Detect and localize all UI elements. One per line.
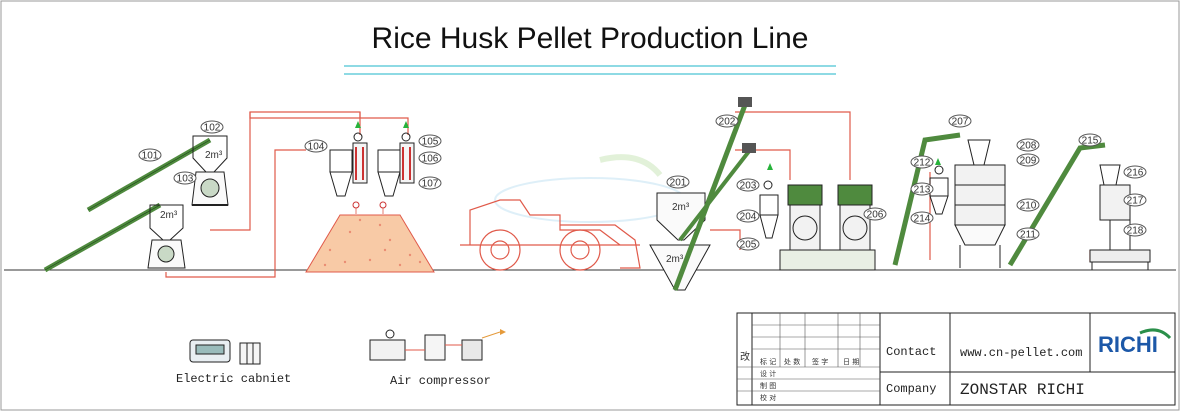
tb-row-1: 设 计	[760, 369, 776, 378]
callout-label-208: 208	[1020, 141, 1037, 152]
callout-label-203: 203	[740, 181, 757, 192]
caption-electric-cabinet: Electric cabniet	[176, 372, 292, 386]
contact-label: Contact	[886, 345, 936, 359]
callout-214	[910, 211, 934, 225]
callout-label-105: 105	[422, 137, 439, 148]
conveyor-101	[86, 137, 212, 213]
callout-label-215: 215	[1082, 136, 1099, 147]
material-pile	[305, 208, 435, 273]
conveyor-207	[892, 132, 961, 266]
tb-header-2: 处 数	[784, 357, 800, 366]
callout-218	[1123, 223, 1147, 237]
callout-217	[1123, 193, 1147, 207]
callout-label-101: 101	[142, 151, 159, 162]
bin-lower	[147, 204, 186, 269]
tb-header-1: 标 记	[760, 357, 776, 366]
bin-201	[656, 192, 706, 241]
electric-cabinet-icon	[189, 339, 261, 365]
exhaust-arrows	[355, 121, 941, 170]
callout-label-107: 107	[422, 179, 439, 190]
callout-205	[736, 237, 760, 251]
contact-value: www.cn-pellet.com	[960, 346, 1082, 360]
air-compressor-icon	[369, 329, 506, 361]
callout-215	[1078, 133, 1102, 147]
brand-logo: RICHI	[1098, 332, 1158, 357]
callout-label-209: 209	[1020, 156, 1037, 167]
logo-swoosh	[1139, 328, 1172, 340]
callout-204	[736, 209, 760, 223]
callout-label-204: 204	[740, 212, 757, 223]
cyclone-group-left	[329, 132, 415, 209]
tb-gai: 改	[740, 350, 750, 363]
conveyor-lower	[43, 202, 162, 273]
callout-104	[304, 139, 328, 153]
callout-212	[910, 155, 934, 169]
callout-label-211: 211	[1020, 230, 1036, 241]
company-value: ZONSTAR RICHI	[960, 381, 1085, 399]
callout-label-202: 202	[719, 117, 736, 128]
callout-label-214: 214	[914, 214, 931, 225]
callout-label-205: 205	[740, 240, 757, 251]
elevator-202	[672, 97, 756, 291]
tb-header-3: 签 字	[812, 357, 828, 366]
callout-label-102: 102	[204, 123, 221, 134]
packing-machine	[1089, 164, 1151, 270]
callout-202	[715, 114, 739, 128]
callout-208	[1016, 138, 1040, 152]
bin-label-1: 2m³	[205, 150, 223, 161]
callout-206	[863, 207, 887, 221]
callout-105	[418, 134, 442, 148]
bin-labels: 2m³ 2m³ 2m³ 2m³	[160, 150, 690, 265]
callout-101	[138, 148, 162, 162]
callout-201	[666, 175, 690, 189]
callout-102	[200, 120, 224, 134]
callout-213	[910, 182, 934, 196]
callout-211	[1016, 227, 1040, 241]
callout-label-212: 212	[914, 158, 931, 169]
callout-label-218: 218	[1127, 226, 1144, 237]
callout-207	[948, 114, 972, 128]
caption-air-compressor: Air compressor	[390, 374, 491, 388]
conveyor-215	[1007, 142, 1106, 267]
bin-label-3: 2m³	[672, 202, 690, 213]
bin-102	[191, 135, 229, 206]
tb-row-3: 校 对	[760, 393, 776, 402]
callout-label-217: 217	[1127, 196, 1144, 207]
callout-107	[418, 176, 442, 190]
callout-tags: 101 102 103 104 105 106 107 201 202 203 204 205 206 2…	[138, 114, 1147, 251]
pellet-mills	[779, 184, 876, 271]
title-block: 改 标 记 处 数 签 字 日 期 设 计 制 图 校 对 Contact ww…	[736, 312, 1176, 406]
tb-row-2: 制 图	[760, 381, 776, 390]
callout-209	[1016, 153, 1040, 167]
callout-label-206: 206	[867, 210, 884, 221]
callout-label-210: 210	[1020, 201, 1037, 212]
callout-label-106: 106	[422, 154, 439, 165]
callout-103	[173, 171, 197, 185]
bin-label-2: 2m³	[160, 210, 178, 221]
bin-label-4: 2m³	[666, 254, 684, 265]
callout-label-216: 216	[1127, 168, 1144, 179]
callout-label-201: 201	[670, 178, 687, 189]
page-title: Rice Husk Pellet Production Line	[371, 22, 809, 55]
tb-header-4: 日 期	[843, 358, 859, 366]
callout-label-207: 207	[952, 117, 969, 128]
callout-label-213: 213	[914, 185, 931, 196]
company-label: Company	[886, 382, 936, 396]
callout-label-103: 103	[177, 174, 194, 185]
callout-label-104: 104	[308, 142, 325, 153]
callout-210	[1016, 198, 1040, 212]
callout-106	[418, 151, 442, 165]
callout-216	[1123, 165, 1147, 179]
cooler	[954, 139, 1006, 268]
callout-203	[736, 178, 760, 192]
cyclone-204	[759, 180, 779, 239]
wheel-loader	[460, 199, 641, 271]
